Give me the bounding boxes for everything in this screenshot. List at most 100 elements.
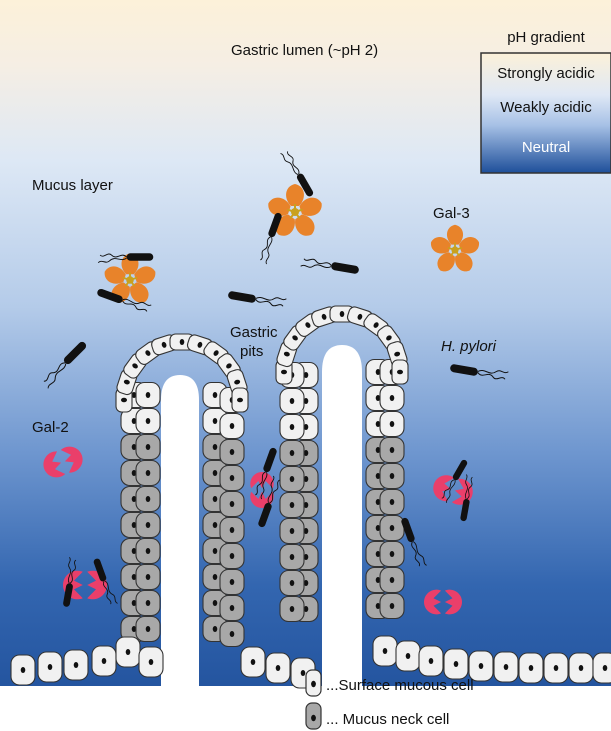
mucus-neck-cell (220, 518, 244, 543)
surface-mucous-cell (136, 383, 160, 408)
surface-mucous-cell (392, 360, 408, 384)
neck-cell-key-label: ... Mucus neck cell (326, 711, 449, 728)
surface-cell-key-label: ...Surface mucous cell (326, 677, 474, 694)
cell-nucleus (146, 626, 151, 632)
surface-mucous-cell (64, 650, 88, 680)
cell-nucleus (290, 450, 295, 456)
cell-nucleus (290, 606, 295, 612)
cell-nucleus (230, 501, 235, 507)
cell-nucleus (213, 548, 218, 554)
cell-nucleus (504, 664, 509, 670)
surface-mucous-cell (569, 653, 593, 683)
cell-nucleus (237, 398, 243, 403)
mucus-neck-cell (280, 519, 304, 544)
mucus-neck-cell (220, 440, 244, 465)
neck-cell-key-nucleus (311, 715, 316, 721)
cell-nucleus (529, 665, 534, 671)
cell-nucleus (454, 661, 459, 667)
cell-nucleus (479, 663, 484, 669)
cell-nucleus (146, 392, 151, 398)
cell-nucleus (290, 398, 295, 404)
cell-nucleus (290, 476, 295, 482)
cell-nucleus (290, 424, 295, 430)
pit-lumen-right (322, 345, 362, 686)
cell-nucleus (213, 626, 218, 632)
cell-nucleus (74, 662, 79, 668)
mucus-neck-cell (380, 438, 404, 463)
mucus-neck-cell (220, 492, 244, 517)
gal3-core (451, 246, 458, 253)
mucus-neck-cell (136, 565, 160, 590)
gal2-label: Gal-2 (32, 419, 69, 436)
cell-nucleus (213, 470, 218, 476)
cell-nucleus (146, 548, 151, 554)
cell-nucleus (281, 370, 287, 375)
cell-nucleus (213, 392, 218, 398)
cell-nucleus (390, 525, 395, 531)
cell-nucleus (121, 398, 127, 403)
cell-nucleus (290, 554, 295, 560)
mucus-neck-cell (280, 597, 304, 622)
cell-nucleus (230, 527, 235, 533)
ph-legend-item-weak: Weakly acidic (500, 99, 592, 116)
cell-nucleus (290, 502, 295, 508)
cell-nucleus (251, 659, 256, 665)
cell-nucleus (429, 658, 434, 664)
cell-nucleus (146, 600, 151, 606)
mucus-neck-cell (280, 467, 304, 492)
cell-nucleus (21, 667, 26, 673)
surface-mucous-cell (444, 649, 468, 679)
cell-nucleus (149, 659, 154, 665)
cell-nucleus (290, 580, 295, 586)
cell-nucleus (406, 653, 411, 659)
cell-nucleus (213, 496, 218, 502)
cell-nucleus (230, 605, 235, 611)
surface-mucous-cell (380, 386, 404, 411)
mucus-neck-cell (380, 516, 404, 541)
surface-mucous-cell (280, 415, 304, 440)
surface-mucous-cell (419, 646, 443, 676)
mucus-neck-cell (136, 487, 160, 512)
cell-nucleus (146, 496, 151, 502)
mucus-neck-cell (220, 596, 244, 621)
cell-nucleus (390, 421, 395, 427)
cell-nucleus (390, 603, 395, 609)
mucus-neck-cell (136, 461, 160, 486)
mucus-neck-cell (220, 544, 244, 569)
hpylori-label: H. pylori (441, 338, 497, 355)
mucus-neck-cell (136, 513, 160, 538)
mucus-neck-cell (380, 464, 404, 489)
surface-mucous-cell (544, 653, 568, 683)
cell-nucleus (390, 473, 395, 479)
surface-mucous-cell (38, 652, 62, 682)
mucus-neck-cell (380, 568, 404, 593)
cell-nucleus (213, 444, 218, 450)
cell-nucleus (102, 658, 107, 664)
mucus-neck-cell (280, 493, 304, 518)
pit-lumen-left (161, 375, 199, 686)
cell-nucleus (390, 395, 395, 401)
cell-nucleus (146, 522, 151, 528)
mucus-neck-cell (220, 622, 244, 647)
cell-nucleus (390, 447, 395, 453)
surface-mucous-cell (232, 388, 248, 412)
cell-nucleus (276, 665, 281, 671)
mucus-neck-cell (136, 435, 160, 460)
cell-nucleus (390, 499, 395, 505)
gal3-core (291, 208, 299, 216)
cell-nucleus (126, 649, 131, 655)
cell-nucleus (213, 522, 218, 528)
cell-nucleus (230, 423, 235, 429)
cell-nucleus (213, 418, 218, 424)
surface-mucous-cell (92, 646, 116, 676)
surface-mucous-cell (593, 653, 611, 683)
cell-nucleus (230, 475, 235, 481)
surface-mucous-cell (11, 655, 35, 685)
cell-nucleus (146, 574, 151, 580)
cell-nucleus (146, 444, 151, 450)
lumen-label: Gastric lumen (~pH 2) (231, 42, 378, 59)
surface-mucous-cell (380, 412, 404, 437)
cell-nucleus (390, 551, 395, 557)
gastric-pits-label-line2: pits (240, 343, 263, 360)
mucus-neck-cell (136, 617, 160, 642)
